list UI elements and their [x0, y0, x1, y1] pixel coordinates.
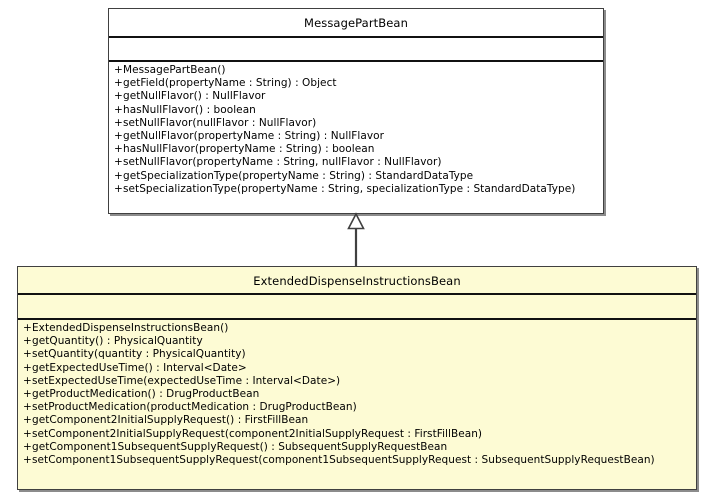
visibility-marker: + [23, 348, 32, 361]
operation-row: +hasNullFlavor() : boolean [109, 104, 603, 117]
operation-signature: hasNullFlavor() : boolean [123, 103, 256, 116]
visibility-marker: + [23, 374, 32, 387]
operation-row: +setNullFlavor(propertyName : String, nu… [109, 156, 603, 169]
operation-row: +getNullFlavor(propertyName : String) : … [109, 130, 603, 143]
visibility-marker: + [114, 129, 123, 142]
operation-row: +setSpecializationType(propertyName : St… [109, 183, 603, 196]
operation-signature: getProductMedication() : DrugProductBean [32, 387, 260, 400]
visibility-marker: + [23, 401, 32, 414]
visibility-marker: + [23, 322, 32, 334]
class-name-message-part-bean: MessagePartBean [109, 9, 603, 38]
visibility-marker: + [23, 387, 32, 400]
operation-row: +getSpecializationType(propertyName : St… [109, 170, 603, 183]
operation-signature: setNullFlavor(propertyName : String, nul… [123, 156, 442, 169]
operation-signature: setComponent1SubsequentSupplyRequest(com… [32, 453, 655, 466]
operations-compartment-extended-dispense-instructions-bean: +ExtendedDispenseInstructionsBean()+getQ… [18, 320, 696, 469]
hollow-triangle-arrowhead-icon [347, 212, 365, 230]
visibility-marker: + [23, 361, 32, 374]
visibility-marker: + [114, 143, 123, 156]
visibility-marker: + [114, 103, 123, 116]
uml-class-extended-dispense-instructions-bean[interactable]: ExtendedDispenseInstructionsBean +Extend… [17, 266, 697, 490]
operation-signature: getField(propertyName : String) : Object [123, 77, 337, 90]
operation-signature: setSpecializationType(propertyName : Str… [123, 182, 576, 195]
operation-row: +getComponent2InitialSupplyRequest() : F… [18, 414, 696, 427]
visibility-marker: + [23, 453, 32, 466]
operation-signature: getQuantity() : PhysicalQuantity [32, 335, 203, 348]
operation-row: +setComponent1SubsequentSupplyRequest(co… [18, 454, 696, 467]
operation-row: +getNullFlavor() : NullFlavor [109, 90, 603, 103]
visibility-marker: + [23, 414, 32, 427]
visibility-marker: + [114, 64, 123, 76]
operation-row: +MessagePartBean() [109, 64, 603, 77]
operation-row: +setNullFlavor(nullFlavor : NullFlavor) [109, 117, 603, 130]
operation-signature: getExpectedUseTime() : Interval<Date> [32, 361, 247, 374]
operation-row: +ExtendedDispenseInstructionsBean() [18, 322, 696, 335]
operation-row: +setQuantity(quantity : PhysicalQuantity… [18, 348, 696, 361]
visibility-marker: + [114, 116, 123, 129]
operation-row: +hasNullFlavor(propertyName : String) : … [109, 143, 603, 156]
operation-signature: getSpecializationType(propertyName : Str… [123, 169, 474, 182]
attributes-compartment-extended-dispense-instructions-bean [18, 295, 696, 320]
visibility-marker: + [23, 440, 32, 453]
class-name-label: MessagePartBean [304, 16, 408, 30]
visibility-marker: + [23, 427, 32, 440]
operation-row: +setComponent2InitialSupplyRequest(compo… [18, 428, 696, 441]
attributes-compartment-message-part-bean [109, 38, 603, 62]
visibility-marker: + [114, 156, 123, 169]
operation-signature: MessagePartBean() [123, 64, 226, 76]
operation-row: +setExpectedUseTime(expectedUseTime : In… [18, 375, 696, 388]
operation-signature: getNullFlavor(propertyName : String) : N… [123, 129, 384, 142]
visibility-marker: + [114, 182, 123, 195]
class-name-label: ExtendedDispenseInstructionsBean [253, 274, 461, 288]
operation-signature: ExtendedDispenseInstructionsBean() [32, 322, 229, 334]
operation-row: +getField(propertyName : String) : Objec… [109, 77, 603, 90]
visibility-marker: + [23, 335, 32, 348]
operation-signature: getComponent1SubsequentSupplyRequest() :… [32, 440, 448, 453]
operation-row: +getProductMedication() : DrugProductBea… [18, 388, 696, 401]
operation-row: +getQuantity() : PhysicalQuantity [18, 335, 696, 348]
operation-row: +getExpectedUseTime() : Interval<Date> [18, 362, 696, 375]
operation-signature: setExpectedUseTime(expectedUseTime : Int… [32, 374, 341, 387]
operations-compartment-message-part-bean: +MessagePartBean()+getField(propertyName… [109, 62, 603, 198]
operation-signature: setNullFlavor(nullFlavor : NullFlavor) [123, 116, 317, 129]
operation-signature: setProductMedication(productMedication :… [32, 401, 357, 414]
class-name-extended-dispense-instructions-bean: ExtendedDispenseInstructionsBean [18, 267, 696, 295]
visibility-marker: + [114, 169, 123, 182]
visibility-marker: + [114, 77, 123, 90]
visibility-marker: + [114, 90, 123, 103]
uml-class-message-part-bean[interactable]: MessagePartBean +MessagePartBean()+getFi… [108, 8, 604, 214]
operation-signature: getNullFlavor() : NullFlavor [123, 90, 266, 103]
operation-row: +getComponent1SubsequentSupplyRequest() … [18, 441, 696, 454]
operation-row: +setProductMedication(productMedication … [18, 401, 696, 414]
operation-signature: setQuantity(quantity : PhysicalQuantity) [32, 348, 246, 361]
operation-signature: hasNullFlavor(propertyName : String) : b… [123, 143, 375, 156]
operation-signature: getComponent2InitialSupplyRequest() : Fi… [32, 414, 309, 427]
operation-signature: setComponent2InitialSupplyRequest(compon… [32, 427, 483, 440]
